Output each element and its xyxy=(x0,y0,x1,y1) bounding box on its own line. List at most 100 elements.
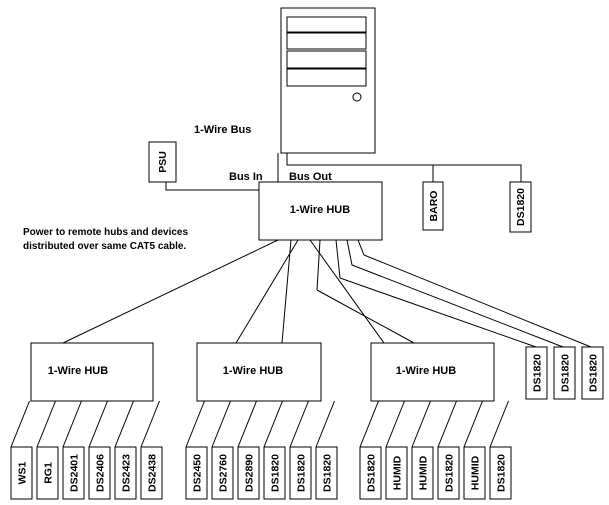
device-box xyxy=(553,346,576,400)
device-box xyxy=(385,446,408,500)
hub-box xyxy=(30,342,154,402)
device-node: DS1820 xyxy=(263,446,286,500)
device-label: DS1820 xyxy=(366,454,378,492)
drive-bay-3 xyxy=(286,50,367,69)
drive-bay-4 xyxy=(286,68,367,87)
device-box xyxy=(509,181,532,233)
device-node: DS1820 xyxy=(359,446,382,500)
hub-2-devices: DS2450 DS2760 DS2890 DS1820 DS1820 DS1820 xyxy=(185,400,338,500)
remote-hub-2: 1-Wire HUB xyxy=(196,342,322,402)
device-label: DS2423 xyxy=(121,454,133,492)
hub-label: 1-Wire HUB xyxy=(396,365,456,377)
device-box xyxy=(88,446,111,500)
device-node: DS1820 xyxy=(437,446,460,500)
device-node: RG1 xyxy=(36,446,59,500)
device-label: DS2438 xyxy=(147,454,159,492)
device-wire xyxy=(359,400,379,448)
device-wire xyxy=(411,400,431,448)
main-hub-label: 1-Wire HUB xyxy=(290,204,350,216)
device-node: WS1 xyxy=(10,446,33,500)
device-label: DS2760 xyxy=(218,454,230,492)
device-label: DS1820 xyxy=(532,354,544,392)
device-box xyxy=(62,446,85,500)
device-box xyxy=(10,446,33,500)
device-box xyxy=(185,446,208,500)
remote-hub-3: 1-Wire HUB xyxy=(370,342,495,402)
psu-label: PSU xyxy=(157,151,169,173)
device-wire xyxy=(114,400,134,448)
device-box xyxy=(114,446,137,500)
device-wire xyxy=(315,400,335,448)
device-label: DS1820 xyxy=(270,454,282,492)
device-label: DS2450 xyxy=(192,454,204,492)
device-wire xyxy=(263,400,283,448)
device-node: HUMID xyxy=(463,446,486,500)
note-line-2: distributed over same CAT5 cable. xyxy=(23,241,186,252)
device-box xyxy=(36,446,59,500)
device-box xyxy=(289,446,312,500)
main-hub-box xyxy=(258,181,383,241)
device-node: DS1820 xyxy=(289,446,312,500)
device-box xyxy=(422,181,444,231)
bus-device-baro: BARO xyxy=(422,181,444,231)
device-wire xyxy=(211,400,231,448)
power-button-icon xyxy=(352,92,362,102)
remote-hub-1: 1-Wire HUB xyxy=(30,342,154,402)
device-node: DS2401 xyxy=(62,446,85,500)
device-node: DS1820 xyxy=(315,446,338,500)
device-wire xyxy=(185,400,205,448)
psu: PSU xyxy=(148,141,177,183)
direct-device-node: DS1820 xyxy=(553,346,576,400)
device-wire xyxy=(437,400,457,448)
device-wire xyxy=(489,400,509,448)
device-label: DS1820 xyxy=(588,354,600,392)
device-label: HUMID xyxy=(392,455,404,490)
device-box xyxy=(489,446,512,500)
hub-box xyxy=(370,342,495,402)
device-box xyxy=(211,446,234,500)
device-label: DS2406 xyxy=(95,454,107,492)
device-box xyxy=(411,446,434,500)
device-label: DS2401 xyxy=(69,454,81,492)
computer-tower xyxy=(280,7,376,154)
device-label: DS1820 xyxy=(322,454,334,492)
device-wire xyxy=(36,400,56,448)
device-box xyxy=(140,446,163,500)
device-wire xyxy=(289,400,309,448)
device-box xyxy=(263,446,286,500)
hub-1-devices: WS1 RG1 DS2401 DS2406 DS2423 DS2438 xyxy=(10,400,163,500)
device-node: HUMID xyxy=(385,446,408,500)
device-node: DS2890 xyxy=(237,446,260,500)
device-label: DS1820 xyxy=(444,454,456,492)
device-node: DS2450 xyxy=(185,446,208,500)
hub-label: 1-Wire HUB xyxy=(48,365,108,377)
device-box xyxy=(463,446,486,500)
bus-label: 1-Wire Bus xyxy=(194,124,251,136)
drive-bay-2 xyxy=(286,32,367,50)
bus-in-label: Bus In xyxy=(229,171,263,183)
device-label: BARO xyxy=(428,191,440,222)
device-box xyxy=(581,346,604,400)
device-wire xyxy=(62,400,82,448)
device-label: WS1 xyxy=(17,461,29,484)
device-label: DS1820 xyxy=(296,454,308,492)
device-label: HUMID xyxy=(418,455,430,490)
hub-label: 1-Wire HUB xyxy=(223,365,283,377)
direct-device-node: DS1820 xyxy=(581,346,604,400)
bus-out-label: Bus Out xyxy=(289,171,332,183)
distribution-wires xyxy=(62,239,592,348)
device-label: HUMID xyxy=(470,455,482,490)
device-wire xyxy=(463,400,483,448)
device-node: DS1820 xyxy=(489,446,512,500)
device-box xyxy=(315,446,338,500)
device-wire xyxy=(88,400,108,448)
device-box xyxy=(237,446,260,500)
device-node: DS2423 xyxy=(114,446,137,500)
direct-device-node: DS1820 xyxy=(525,346,548,400)
device-box xyxy=(437,446,460,500)
main-hub: 1-Wire HUB xyxy=(258,181,383,241)
device-node: DS2406 xyxy=(88,446,111,500)
device-label: DS1820 xyxy=(496,454,508,492)
bus-out-wire xyxy=(286,153,522,182)
device-wire xyxy=(140,400,160,448)
